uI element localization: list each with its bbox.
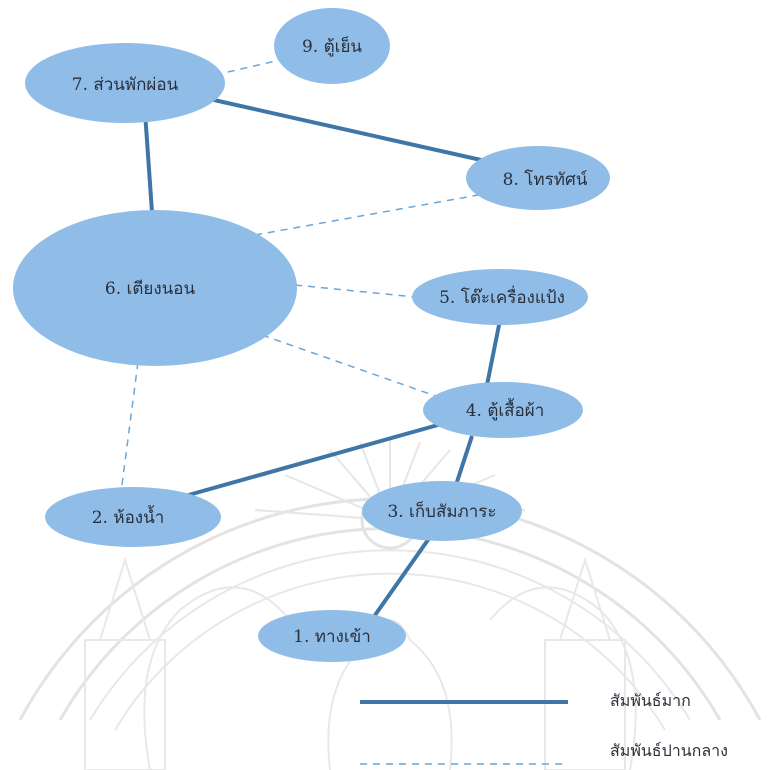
edge-7-8	[204, 96, 491, 164]
edge-6-4	[261, 334, 448, 401]
node-label: 7. ส่วนพักผ่อน	[72, 75, 179, 95]
node-1: 1. ทางเข้า	[258, 610, 406, 662]
node-ellipse	[412, 269, 588, 325]
node-ellipse	[258, 610, 406, 662]
node-ellipse	[466, 146, 610, 210]
edge-3-1	[371, 535, 432, 620]
edge-6-8	[254, 191, 496, 236]
edge-5-4	[485, 319, 502, 386]
node-ellipse	[45, 487, 221, 547]
node-label: 3. เก็บสัมภาระ	[387, 500, 496, 522]
node-6: 6. เตียงนอน	[13, 210, 297, 366]
node-label: 2. ห้องน้ำ	[92, 505, 165, 528]
node-label: 8. โทรทัศน์	[503, 169, 588, 190]
edge-7-6	[143, 111, 154, 213]
node-label: 5. โต๊ะเครื่องแป้ง	[439, 285, 565, 308]
node-ellipse	[274, 8, 390, 84]
node-layer: 9. ตู้เย็น 7. ส่วนพักผ่อน 8. โทรทัศน์ 6.…	[13, 8, 610, 662]
legend: สัมพันธ์มาก สัมพันธ์ปานกลาง	[360, 691, 728, 765]
node-8: 8. โทรทัศน์	[466, 146, 610, 210]
node-9: 9. ตู้เย็น	[274, 8, 390, 84]
node-label: 1. ทางเข้า	[293, 627, 371, 647]
node-label: 4. ตู้เสื้อผ้า	[466, 398, 545, 421]
node-7: 7. ส่วนพักผ่อน	[25, 43, 225, 123]
node-label: 6. เตียงนอน	[105, 279, 196, 299]
edge-7-9	[214, 59, 281, 76]
node-ellipse	[25, 43, 225, 123]
legend-strong-label: สัมพันธ์มาก	[610, 691, 691, 710]
node-ellipse	[423, 382, 583, 438]
edge-6-2	[119, 361, 139, 501]
node-3: 3. เก็บสัมภาระ	[362, 481, 522, 541]
node-label: 9. ตู้เย็น	[302, 35, 362, 57]
legend-medium-label: สัมพันธ์ปานกลาง	[610, 741, 728, 760]
edge-layer	[119, 59, 502, 620]
node-ellipse	[13, 210, 297, 366]
edge-6-5	[294, 284, 416, 298]
node-5: 5. โต๊ะเครื่องแป้ง	[412, 269, 588, 325]
edge-4-2	[184, 421, 446, 498]
edge-4-3	[453, 435, 474, 489]
node-2: 2. ห้องน้ำ	[45, 487, 221, 547]
node-4: 4. ตู้เสื้อผ้า	[423, 382, 583, 438]
node-ellipse	[362, 481, 522, 541]
